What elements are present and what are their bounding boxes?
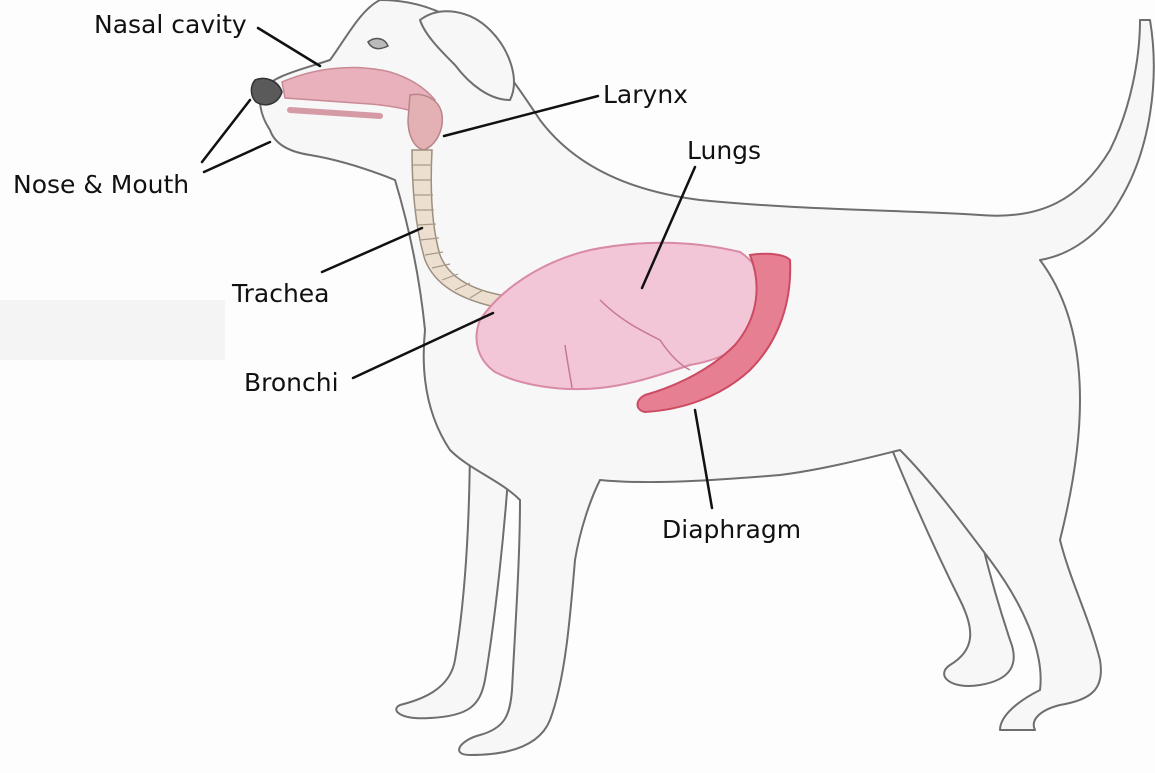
background-smudge	[0, 300, 225, 360]
label-nasal-cavity: Nasal cavity	[94, 12, 247, 37]
leader-nose	[202, 100, 250, 162]
label-trachea: Trachea	[232, 281, 330, 306]
label-nose-mouth: Nose & Mouth	[13, 172, 189, 197]
leader-nasal-cavity	[258, 28, 320, 66]
label-diaphragm: Diaphragm	[662, 517, 801, 542]
label-lungs: Lungs	[687, 138, 761, 163]
label-bronchi: Bronchi	[244, 370, 339, 395]
label-larynx: Larynx	[603, 82, 688, 107]
leader-trachea	[322, 228, 422, 272]
